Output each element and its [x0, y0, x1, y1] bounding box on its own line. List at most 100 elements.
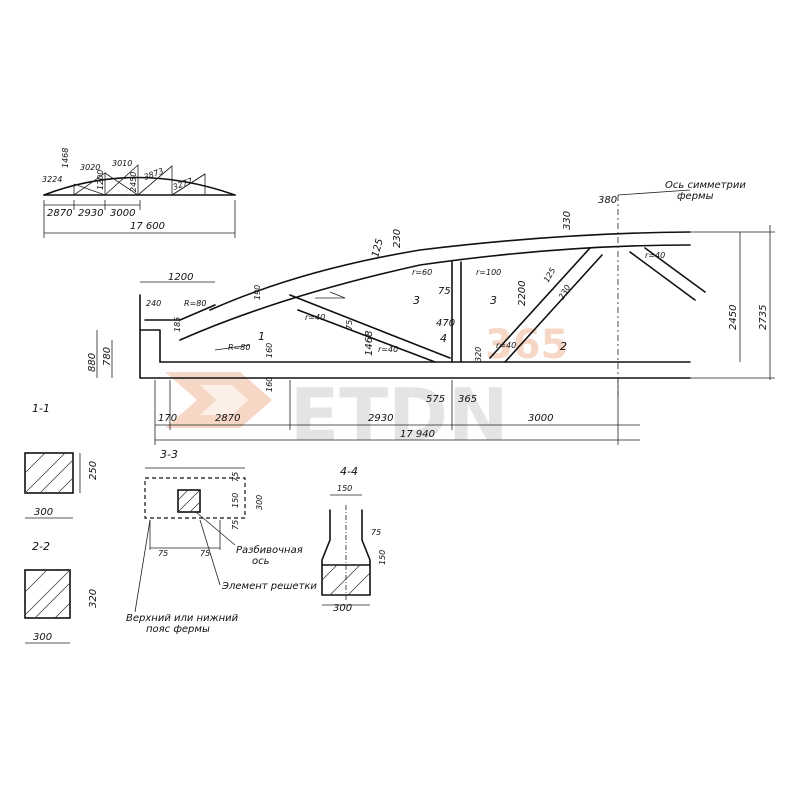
section-mark-2: 2: [560, 340, 567, 353]
section-2-2: 2-2 320 300: [24, 540, 99, 644]
scheme-height-3873: 3873: [143, 166, 165, 181]
top-chord-lower: [179, 244, 691, 341]
scheme-span-1: 2870: [47, 208, 72, 219]
dim-575: 575: [426, 394, 445, 405]
dim-330: 330: [562, 211, 573, 230]
section-4-4: 4-4 150 75 150 300: [321, 465, 387, 614]
dim-1468: 1468: [364, 331, 375, 356]
section-3-3-dim-75b: 75: [231, 520, 240, 530]
chamfer-4: r=40: [378, 345, 398, 354]
dim-17940: 17 940: [400, 429, 435, 440]
dim-170: 170: [158, 413, 177, 424]
note-chord-2: пояс фермы: [146, 624, 210, 635]
section-3-3-dim-300: 300: [255, 495, 264, 510]
section-3-3-dim-150: 150: [231, 493, 240, 508]
dim-780: 780: [102, 347, 113, 366]
diagonal-1-bottom: [297, 309, 436, 363]
radius-80-bottom: R=80: [228, 343, 250, 352]
scheme-height-1468: 1468: [61, 148, 70, 168]
diagonal-2-right: [504, 254, 603, 363]
scheme-height-3010: 3010: [112, 159, 132, 168]
chamfer-6: r=40: [645, 251, 665, 260]
diagonal-2-left: [489, 247, 591, 359]
chamfer-3: r=100: [476, 268, 501, 277]
dim-160-b: 160: [265, 377, 274, 392]
section-3-3-title: 3-3: [160, 448, 178, 461]
note-lattice: Элемент решетки: [221, 581, 317, 592]
section-3-3-dim-75d: 75: [200, 549, 210, 558]
scheme-height-3224: 3224: [42, 175, 62, 184]
watermark-logo-icon: [165, 372, 272, 428]
dim-1200: 1200: [168, 272, 193, 283]
symmetry-label-1: Ось симметрии: [665, 180, 746, 191]
dim-230b: 230: [557, 283, 572, 301]
truss-elevation: Ось симметрии фермы 2450 2735 230 125 33…: [87, 180, 775, 445]
section-4-4-width: 300: [333, 603, 352, 614]
dim-125b: 125: [542, 266, 557, 284]
scheme-height-1200: 1200: [96, 170, 105, 190]
dim-75: 75: [438, 286, 451, 297]
scheme-total: 17 600: [130, 221, 165, 232]
dim-125: 125: [370, 237, 386, 258]
dim-75b: 75: [345, 320, 354, 330]
dim-230: 230: [392, 229, 403, 248]
section-mark-1: 1: [258, 330, 265, 343]
section-1-1-title: 1-1: [32, 402, 50, 415]
diagonal-1-top: [289, 294, 451, 359]
scheme-height-3020: 3020: [80, 163, 100, 172]
dim-880: 880: [87, 353, 98, 372]
chamfer-5: r=40: [496, 341, 516, 350]
chamfer-1: r=40: [305, 313, 325, 322]
section-2-2-width: 300: [33, 632, 52, 643]
section-1-1-height: 250: [88, 461, 99, 480]
section-mark-3-left: 3: [413, 294, 420, 307]
height-2450: 2450: [728, 305, 739, 330]
watermark-number: 365: [485, 322, 569, 368]
diagonal-3-right: [644, 247, 706, 293]
section-3-3-dim-75c: 75: [158, 549, 168, 558]
dim-380: 380: [598, 195, 617, 206]
support-top: [144, 304, 216, 321]
dim-2200: 2200: [517, 281, 528, 306]
watermark-brand: ETDN: [290, 373, 508, 457]
section-3-3: 3-3 75 150 300 75 75 75 Разбивочная ось …: [126, 448, 317, 635]
section-mark-3-right: 3: [490, 294, 497, 307]
note-chord-1: Верхний или нижний: [126, 613, 239, 624]
section-2-2-height: 320: [88, 589, 99, 608]
scheme-span-2: 2930: [78, 208, 103, 219]
scheme-top-chord: [43, 176, 236, 196]
diagonal-3-left: [629, 251, 696, 301]
truss-scheme: 3224 1468 3020 3010 1200 2450 3873 3277 …: [42, 148, 236, 238]
section-4-4-dim-75: 75: [371, 528, 381, 537]
dim-160-a: 160: [265, 343, 274, 358]
dim-2870: 2870: [215, 413, 240, 424]
note-axis-2: ось: [252, 556, 270, 567]
dim-240: 240: [146, 299, 161, 308]
scheme-height-3277: 3277: [172, 176, 195, 192]
section-1-1: 1-1 250 300: [24, 402, 99, 519]
section-3-3-dim-75a: 75: [231, 472, 240, 482]
radius-80-top: R=80: [184, 299, 206, 308]
dim-190: 190: [253, 285, 262, 300]
section-1-1-width: 300: [34, 507, 53, 518]
dim-470: 470: [436, 318, 455, 329]
support-block: [139, 294, 161, 363]
height-2735: 2735: [758, 305, 769, 330]
symmetry-label-2: фермы: [677, 191, 714, 202]
section-4-4-top: 150: [337, 484, 352, 493]
note-axis-1: Разбивочная: [236, 544, 303, 556]
scheme-height-2450: 2450: [129, 172, 138, 192]
dim-2930: 2930: [368, 413, 393, 424]
chamfer-2: r=60: [412, 268, 432, 277]
dim-3000: 3000: [528, 413, 553, 424]
section-4-4-dim-150: 150: [378, 550, 387, 565]
watermark: ETDN 365: [165, 322, 569, 457]
section-4-4-title: 4-4: [340, 465, 358, 478]
top-chord-upper: [209, 231, 691, 311]
section-mark-4: 4: [440, 332, 447, 345]
scheme-span-3: 3000: [110, 208, 135, 219]
dim-320: 320: [474, 347, 483, 362]
dim-185: 185: [173, 317, 182, 332]
section-2-2-title: 2-2: [32, 540, 50, 553]
